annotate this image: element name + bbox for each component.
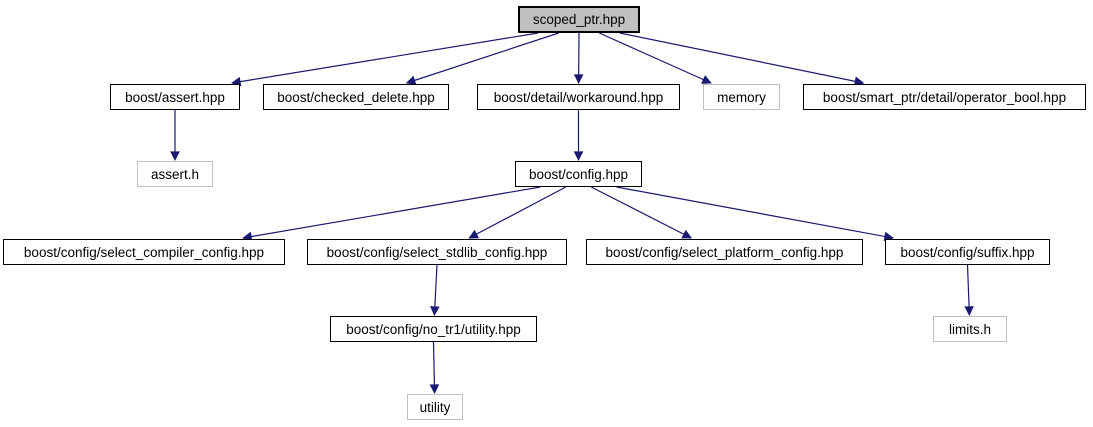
graph-node-checked-delete[interactable]: boost/checked_delete.hpp: [263, 84, 449, 110]
graph-node-label: boost/config.hpp: [528, 166, 629, 182]
graph-node-boost-config[interactable]: boost/config.hpp: [515, 161, 642, 187]
graph-node-label: boost/config/suffix.hpp: [900, 244, 1035, 260]
graph-node-select-platform[interactable]: boost/config/select_platform_config.hpp: [586, 239, 863, 265]
graph-node-label: boost/checked_delete.hpp: [277, 89, 435, 105]
include-edge-boost-config-to-select-stdlib: [468, 186, 567, 239]
graph-node-label: boost/config/select_stdlib_config.hpp: [326, 244, 548, 260]
graph-node-scoped-ptr: scoped_ptr.hpp: [518, 6, 640, 33]
include-edge-select-stdlib-to-no-tr1-utility: [430, 264, 440, 316]
graph-node-label: boost/config/select_platform_config.hpp: [605, 244, 844, 260]
graph-node-label: boost/assert.hpp: [125, 89, 225, 105]
graph-node-select-compiler[interactable]: boost/config/select_compiler_config.hpp: [3, 239, 285, 265]
graph-node-label: scoped_ptr.hpp: [532, 12, 626, 27]
graph-node-no-tr1-utility[interactable]: boost/config/no_tr1/utility.hpp: [330, 316, 537, 342]
include-edge-boost-config-to-select-compiler: [242, 186, 541, 242]
include-edge-suffix-to-limits-h: [964, 264, 974, 316]
include-edge-scoped-ptr-to-boost-assert: [231, 32, 539, 87]
include-edge-scoped-ptr-to-operator-bool: [619, 32, 865, 86]
graph-node-label: boost/smart_ptr/detail/operator_bool.hpp: [822, 89, 1067, 105]
graph-node-label: utility: [419, 399, 451, 415]
graph-node-label: boost/detail/workaround.hpp: [493, 89, 664, 105]
graph-node-label: boost/config/no_tr1/utility.hpp: [346, 321, 521, 337]
graph-node-suffix[interactable]: boost/config/suffix.hpp: [885, 239, 1050, 265]
include-edge-boost-config-to-suffix: [616, 186, 894, 242]
graph-node-assert-h: assert.h: [137, 161, 213, 187]
graph-node-select-stdlib[interactable]: boost/config/select_stdlib_config.hpp: [307, 239, 567, 265]
graph-node-label: memory: [717, 89, 766, 105]
graph-node-memory: memory: [703, 84, 780, 110]
graph-node-workaround[interactable]: boost/detail/workaround.hpp: [477, 84, 680, 110]
include-edge-scoped-ptr-to-checked-delete: [405, 32, 559, 85]
include-edge-boost-config-to-select-platform: [590, 186, 693, 239]
graph-node-operator-bool[interactable]: boost/smart_ptr/detail/operator_bool.hpp: [803, 84, 1086, 110]
graph-node-label: assert.h: [150, 166, 200, 182]
graph-node-label: boost/config/select_compiler_config.hpp: [23, 244, 265, 260]
graph-node-utility: utility: [407, 394, 463, 420]
graph-node-label: limits.h: [948, 321, 991, 337]
graph-node-limits-h: limits.h: [933, 316, 1007, 342]
include-edge-scoped-ptr-to-memory: [599, 32, 712, 84]
graph-node-boost-assert[interactable]: boost/assert.hpp: [110, 84, 240, 110]
include-edge-no-tr1-utility-to-utility: [429, 341, 440, 394]
